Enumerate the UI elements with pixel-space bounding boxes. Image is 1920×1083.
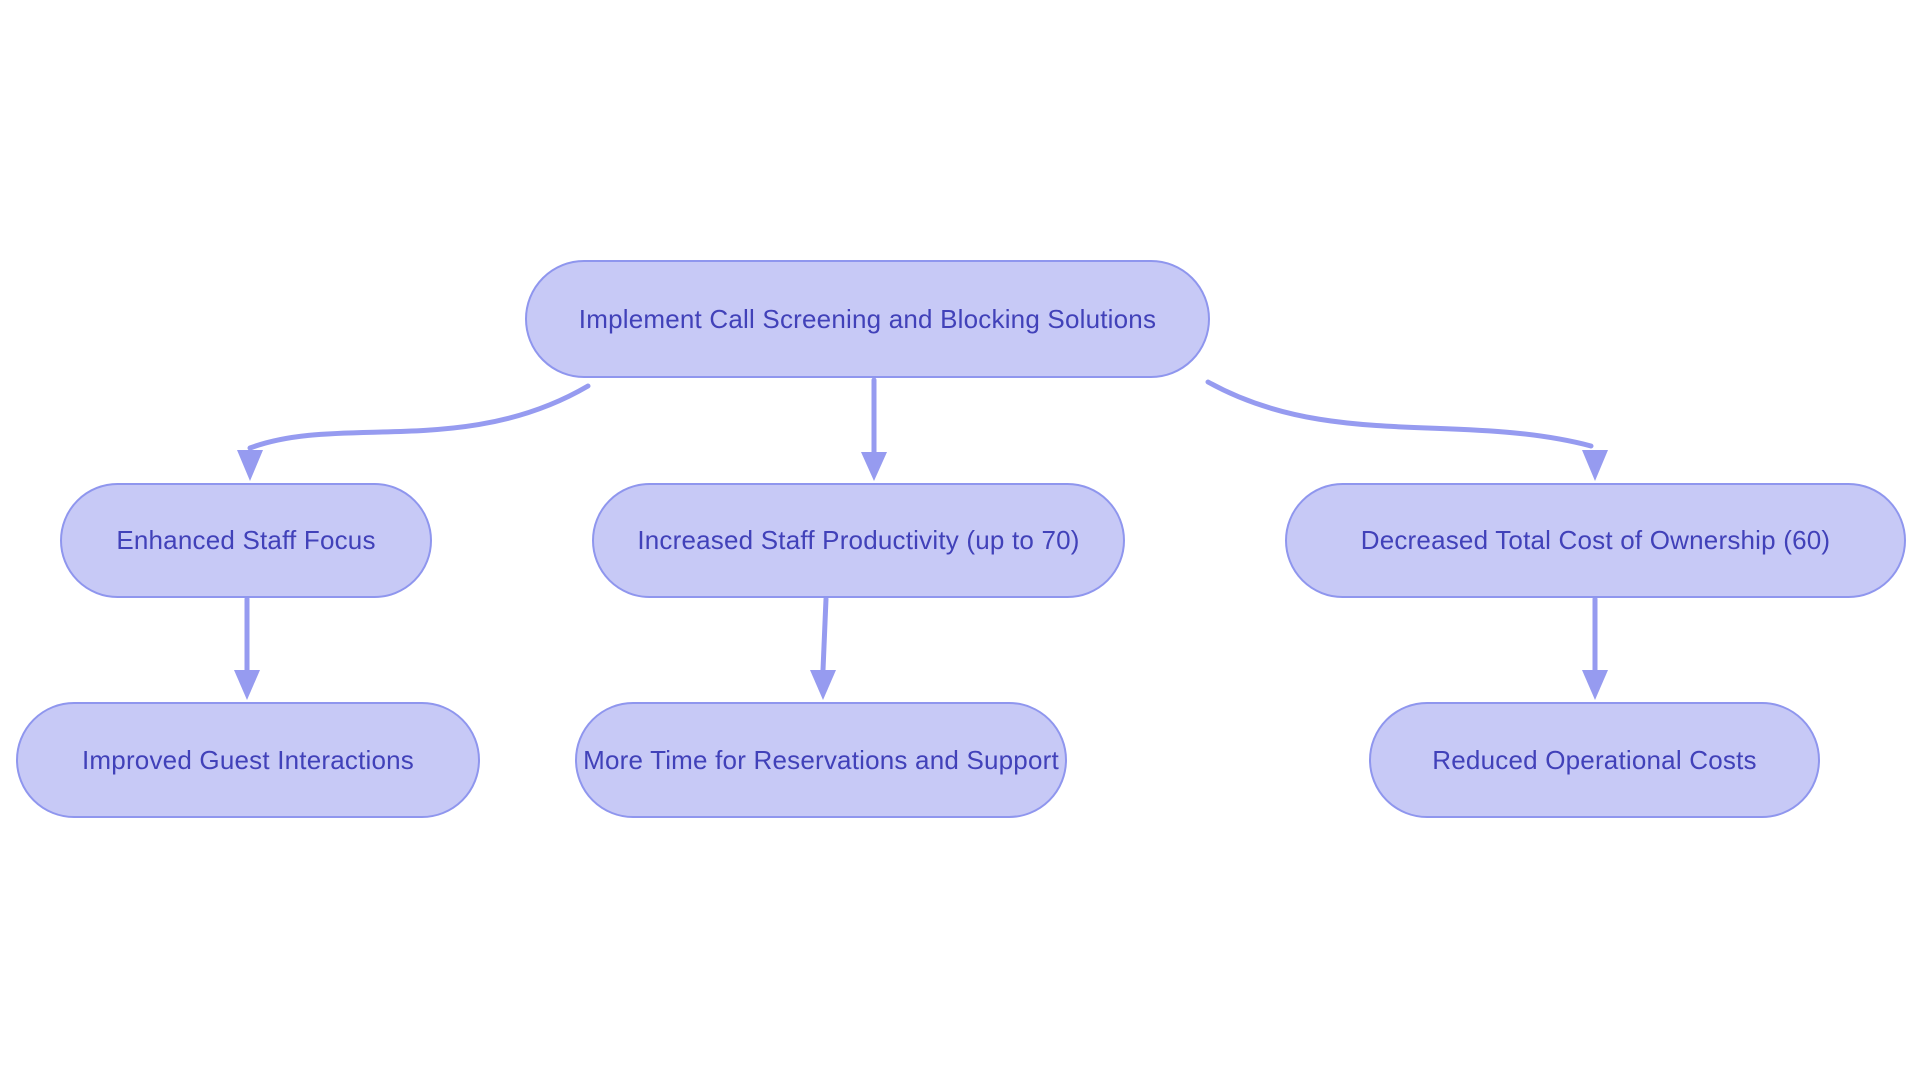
arrowhead-mid-right-icon [1582, 450, 1608, 481]
flow-node-root: Implement Call Screening and Blocking So… [525, 260, 1210, 378]
flow-node-bottom-center: More Time for Reservations and Support [575, 702, 1067, 818]
arrowhead-bottom-left-icon [234, 670, 260, 700]
arrowhead-bottom-center-icon [810, 670, 836, 700]
flow-node-mid-right: Decreased Total Cost of Ownership (60) [1285, 483, 1906, 598]
edge-root-to-mid-right [1205, 379, 1594, 449]
flow-node-bottom-left: Improved Guest Interactions [16, 702, 480, 818]
edge-root-to-mid-left [247, 383, 591, 451]
flow-node-bottom-right: Reduced Operational Costs [1369, 702, 1820, 818]
arrowhead-mid-left-icon [237, 450, 263, 481]
edge-mid-center-to-bottom-center [820, 596, 829, 673]
flow-node-mid-left: Enhanced Staff Focus [60, 483, 432, 598]
flow-node-mid-center: Increased Staff Productivity (up to 70) [592, 483, 1125, 598]
arrowhead-bottom-right-icon [1582, 670, 1608, 700]
arrowhead-mid-center-icon [861, 452, 887, 481]
